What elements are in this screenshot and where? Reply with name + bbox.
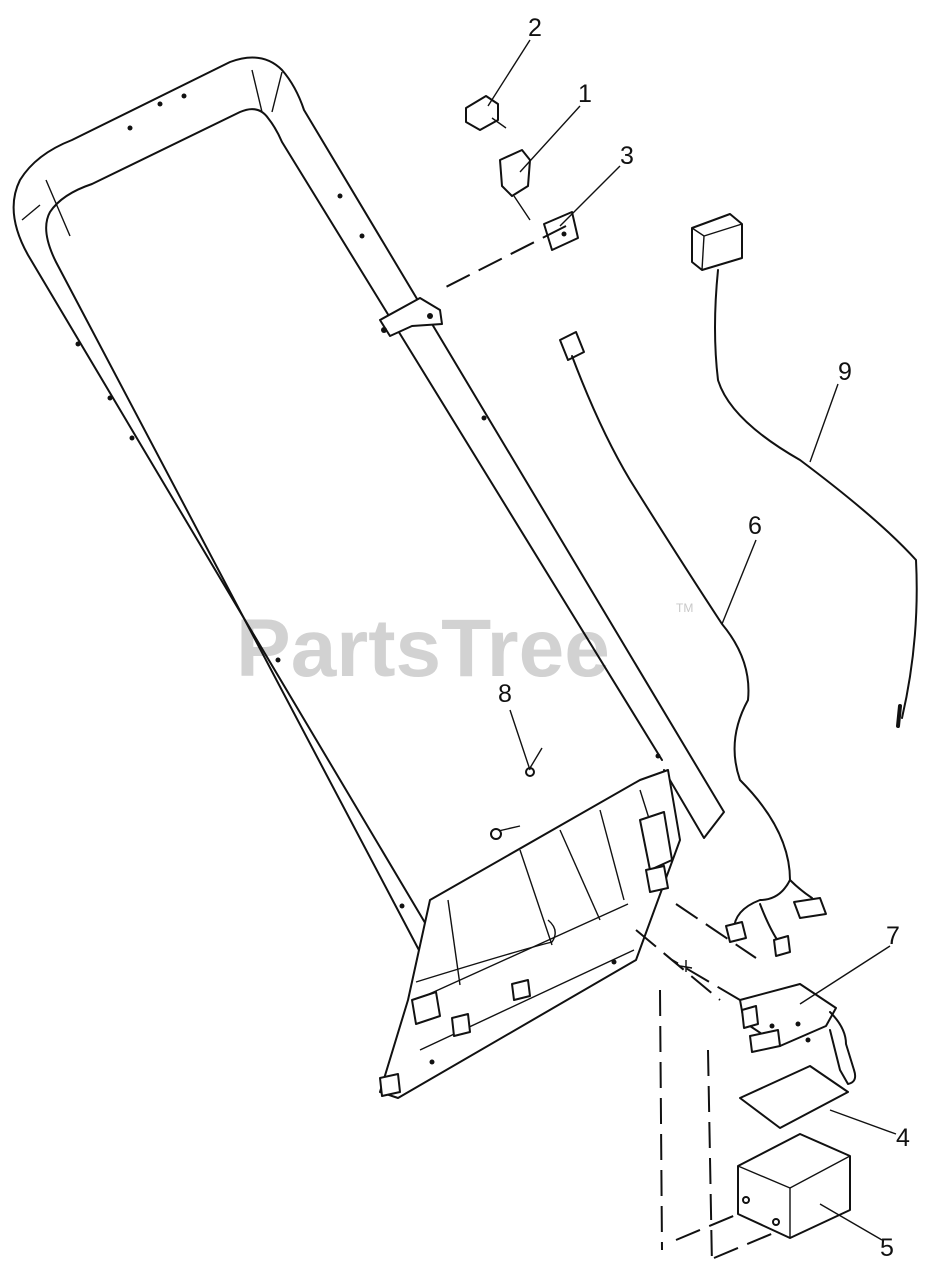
watermark: PartsTree TM bbox=[236, 601, 693, 694]
callout-5: 5 bbox=[880, 1234, 894, 1262]
callout-1: 1 bbox=[578, 80, 592, 108]
watermark-trademark: TM bbox=[676, 601, 693, 615]
callout-6: 6 bbox=[748, 512, 762, 540]
plate-clip bbox=[639, 811, 673, 871]
part-6-harness bbox=[559, 331, 827, 957]
part-1-switch bbox=[499, 149, 531, 221]
part-7-bracket bbox=[739, 983, 857, 1085]
callout-9: 9 bbox=[838, 358, 852, 386]
callout-4: 4 bbox=[896, 1124, 910, 1152]
base-plate bbox=[379, 747, 681, 1099]
handle-frame bbox=[12, 56, 725, 991]
assembly-lines bbox=[439, 225, 777, 1267]
part-3-plate bbox=[543, 211, 579, 251]
leader-lines bbox=[487, 39, 897, 1241]
callout-2: 2 bbox=[528, 14, 542, 42]
callout-8: 8 bbox=[498, 680, 512, 708]
tube-bracket bbox=[379, 297, 443, 337]
part-5-battery bbox=[737, 1133, 851, 1239]
callout-7: 7 bbox=[886, 922, 900, 950]
part-2-key bbox=[465, 95, 507, 131]
callout-3: 3 bbox=[620, 142, 634, 170]
watermark-text: PartsTree bbox=[236, 603, 610, 694]
callout-labels: 2 1 3 9 6 8 7 4 5 bbox=[498, 14, 910, 1262]
part-9-charger bbox=[691, 213, 918, 728]
part-4-pad bbox=[739, 1065, 849, 1129]
